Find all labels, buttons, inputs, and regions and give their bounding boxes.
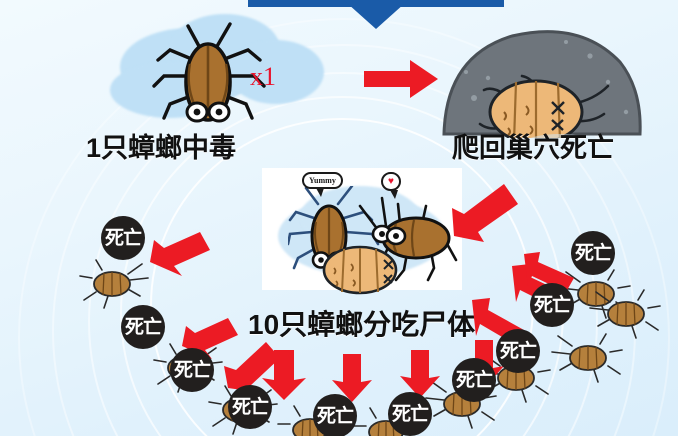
death-badge-label: 死亡 <box>533 294 571 316</box>
poisoned-cockroach-illustration <box>152 22 266 123</box>
arrow-death-4-icon <box>262 350 306 400</box>
nest-rock-illustration <box>442 30 642 138</box>
speech-bubble-yummy-tail <box>316 188 324 197</box>
death-badge: 死亡 <box>101 216 145 260</box>
multiplier-label: x1 <box>250 62 276 91</box>
death-badge-label: 死亡 <box>455 369 493 391</box>
caption-step-poisoned: 1只蟑螂中毒 <box>86 133 237 163</box>
death-badge-label: 死亡 <box>173 359 211 381</box>
arrow-death-5-icon <box>332 354 372 402</box>
speech-bubble-heart: ♥ <box>381 172 401 191</box>
death-badge: 死亡 <box>452 358 496 402</box>
arrow-to-nest-icon <box>364 60 438 98</box>
death-badge-label: 死亡 <box>104 227 142 249</box>
dead-cockroach-right-3 <box>551 333 623 383</box>
top-banner <box>248 0 504 29</box>
death-badge: 死亡 <box>170 348 214 392</box>
arrow-death-3-icon <box>224 342 280 392</box>
banner-chevron-down-icon <box>338 0 414 29</box>
speech-bubble-heart-tail <box>390 190 398 199</box>
death-badge: 死亡 <box>530 283 574 327</box>
death-badge-label: 死亡 <box>316 405 354 427</box>
arrow-death-10-icon <box>524 252 574 292</box>
death-badge-label: 死亡 <box>231 396 269 418</box>
arrow-death-6-icon <box>400 350 440 398</box>
cockroach-corpse-being-eaten <box>322 245 398 295</box>
death-badge-label: 死亡 <box>391 403 429 425</box>
death-badge: 死亡 <box>228 385 272 429</box>
speech-bubble-heart-text: ♥ <box>388 176 394 187</box>
caption-step-feast: 10只蟑螂分吃尸体 <box>248 309 476 340</box>
speech-bubble-yummy-text: Yummy <box>309 176 336 185</box>
dead-cockroach-right-5 <box>589 289 661 339</box>
death-badge: 死亡 <box>571 231 615 275</box>
death-badge-label: 死亡 <box>574 242 612 264</box>
caption-step-nest: 爬回巢穴死亡 <box>452 133 614 163</box>
speech-bubble-yummy: Yummy <box>302 172 343 189</box>
arrow-to-feast-icon <box>452 184 518 242</box>
death-badge-label: 死亡 <box>124 316 162 338</box>
death-badge: 死亡 <box>388 392 432 436</box>
death-badge: 死亡 <box>121 305 165 349</box>
arrow-death-1-icon <box>150 232 210 276</box>
dead-cockroach-right-2 <box>479 353 551 403</box>
death-badge-label: 死亡 <box>499 340 537 362</box>
feasting-cockroach-right <box>358 196 458 282</box>
death-badge: 死亡 <box>496 329 540 373</box>
death-badge: 死亡 <box>313 394 357 436</box>
dead-cockroach-left-1 <box>79 259 149 309</box>
